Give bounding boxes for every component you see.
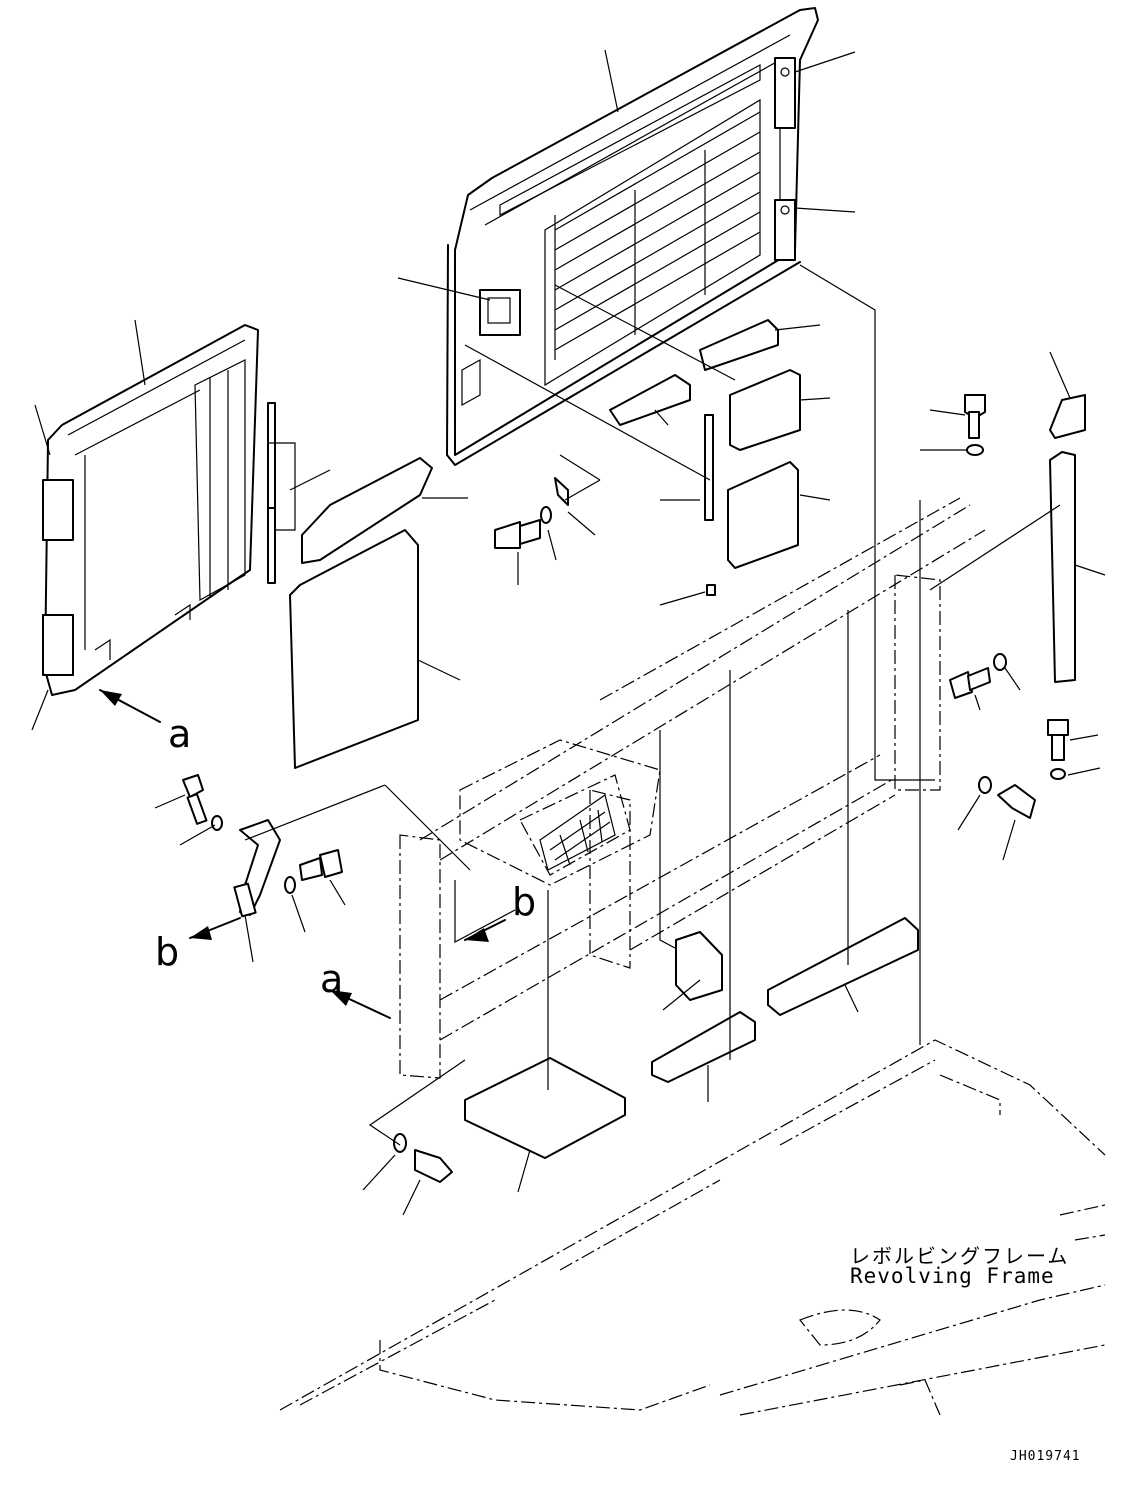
door-louvers <box>544 98 761 387</box>
view-label-a: a <box>168 712 192 756</box>
view-label-b-secondary: b <box>512 880 537 924</box>
left-side-door <box>42 324 259 696</box>
revolving-frame-outline <box>279 1039 1106 1416</box>
drawing-number: JH019741 <box>1010 1449 1081 1464</box>
revolving-frame-label-jp: レボルビングフレーム <box>850 1244 1070 1268</box>
view-label-b: b <box>155 930 180 974</box>
door-hinges <box>774 57 796 261</box>
revolving-frame-label-en: Revolving Frame <box>850 1264 1055 1288</box>
view-arrows <box>99 689 506 1019</box>
seal-strips <box>267 319 1086 1159</box>
fasteners <box>182 394 1069 1183</box>
support-frame <box>399 497 986 1079</box>
door-latch <box>479 289 521 336</box>
air-intake-mesh <box>539 794 616 871</box>
louvered-side-door <box>446 7 819 466</box>
view-label-a-secondary: a <box>320 957 344 1001</box>
leader-lines <box>31 49 1106 1216</box>
